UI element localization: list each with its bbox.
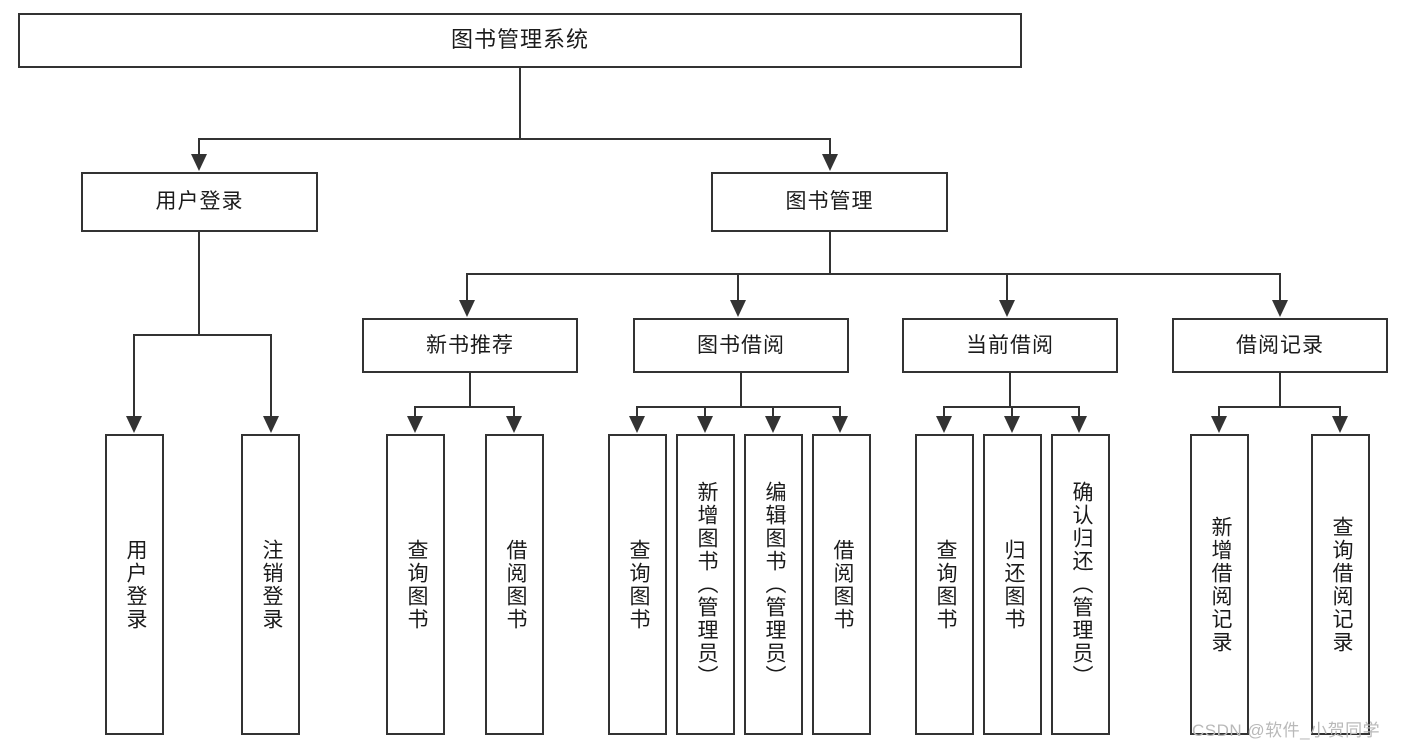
edge-borrowrecord-fork-bar: [1218, 406, 1340, 408]
edge-userlogin-drop-2: [270, 334, 272, 417]
edge-bookmgmt-drop-4: [1279, 273, 1281, 301]
edge-bookmgmt-fork-bar: [466, 273, 1281, 275]
node-current-borrowing[interactable]: 当前借阅: [902, 318, 1118, 373]
node-label: 查询借阅记录: [1329, 515, 1353, 654]
node-borrowing-record[interactable]: 借阅记录: [1172, 318, 1388, 373]
node-label: 编辑图书（管理员）: [762, 481, 786, 688]
leaf-add-book-admin[interactable]: 新增图书（管理员）: [676, 434, 735, 735]
arrowhead-leaf-user-login: [126, 416, 142, 433]
arrowhead-book-borrow: [730, 300, 746, 317]
node-label: 当前借阅: [966, 333, 1054, 357]
arrowhead-current-borrow: [999, 300, 1015, 317]
node-label: 归还图书: [1001, 538, 1025, 631]
node-label: 查询图书: [933, 538, 957, 631]
leaf-query-borrow-record[interactable]: 查询借阅记录: [1311, 434, 1370, 735]
arrowhead-leaf-add-record: [1211, 416, 1227, 433]
edge-root-to-user-login: [198, 138, 200, 155]
node-label: 查询图书: [404, 538, 428, 631]
node-root-book-management-system[interactable]: 图书管理系统: [18, 13, 1022, 68]
edge-currentborrow-drop-1: [943, 406, 945, 417]
node-label: 借阅记录: [1236, 333, 1324, 357]
edge-newbook-drop-1: [414, 406, 416, 417]
csdn-watermark: CSDN @软件_小贺同学: [1192, 716, 1380, 741]
arrowhead-book-mgmt: [822, 154, 838, 171]
edge-bookmgmt-trunk: [829, 232, 831, 274]
arrowhead-leaf-query-book-1: [407, 416, 423, 433]
node-label: 新增借阅记录: [1208, 515, 1232, 654]
edge-borrowrecord-drop-1: [1218, 406, 1220, 417]
node-book-management[interactable]: 图书管理: [711, 172, 948, 232]
node-label: 图书借阅: [697, 333, 785, 357]
arrowhead-new-book-rec: [459, 300, 475, 317]
leaf-logout[interactable]: 注销登录: [241, 434, 300, 735]
edge-bookborrow-drop-1: [636, 406, 638, 417]
arrowhead-leaf-borrow-book-2: [832, 416, 848, 433]
edge-root-to-book-mgmt: [829, 138, 831, 155]
edge-borrowrecord-trunk: [1279, 373, 1281, 407]
edge-userlogin-fork-bar: [133, 334, 272, 336]
node-label: 图书管理: [785, 190, 874, 214]
node-user-login[interactable]: 用户登录: [81, 172, 318, 232]
edge-bookborrow-trunk: [740, 373, 742, 407]
edge-borrowrecord-drop-2: [1339, 406, 1341, 417]
edge-newbook-trunk: [469, 373, 471, 407]
node-label: 查询图书: [626, 538, 650, 631]
arrowhead-leaf-logout: [263, 416, 279, 433]
edge-bookborrow-fork-bar: [636, 406, 840, 408]
arrowhead-leaf-borrow-book-1: [506, 416, 522, 433]
arrowhead-leaf-query-record: [1332, 416, 1348, 433]
arrowhead-user-login: [191, 154, 207, 171]
edge-currentborrow-drop-2: [1011, 406, 1013, 417]
edge-currentborrow-drop-3: [1078, 406, 1080, 417]
leaf-query-book-newbook[interactable]: 查询图书: [386, 434, 445, 735]
arrowhead-borrow-record: [1272, 300, 1288, 317]
node-book-borrowing[interactable]: 图书借阅: [633, 318, 849, 373]
edge-bookmgmt-drop-1: [466, 273, 468, 301]
node-label: 新书推荐: [426, 333, 514, 357]
arrowhead-leaf-add-book: [697, 416, 713, 433]
edge-currentborrow-trunk: [1009, 373, 1011, 407]
edge-userlogin-trunk: [198, 232, 200, 335]
edge-bookborrow-drop-3: [772, 406, 774, 417]
edge-root-fork-bar: [198, 138, 831, 140]
edge-bookmgmt-drop-3: [1006, 273, 1008, 301]
arrowhead-leaf-edit-book: [765, 416, 781, 433]
arrowhead-leaf-query-book-3: [936, 416, 952, 433]
node-label: 借阅图书: [503, 538, 527, 631]
node-new-book-recommendation[interactable]: 新书推荐: [362, 318, 578, 373]
leaf-query-book-current[interactable]: 查询图书: [915, 434, 974, 735]
node-label: 新增图书（管理员）: [694, 481, 718, 688]
edge-newbook-drop-2: [513, 406, 515, 417]
leaf-borrow-book-newbook[interactable]: 借阅图书: [485, 434, 544, 735]
leaf-edit-book-admin[interactable]: 编辑图书（管理员）: [744, 434, 803, 735]
leaf-confirm-return-admin[interactable]: 确认归还（管理员）: [1051, 434, 1110, 735]
edge-bookborrow-drop-2: [704, 406, 706, 417]
node-label: 确认归还（管理员）: [1069, 481, 1093, 688]
leaf-query-book-borrowing[interactable]: 查询图书: [608, 434, 667, 735]
watermark-text: CSDN @软件_小贺同学: [1192, 721, 1381, 740]
edge-bookborrow-drop-4: [839, 406, 841, 417]
node-label: 用户登录: [123, 538, 147, 631]
edge-bookmgmt-drop-2: [737, 273, 739, 301]
edge-userlogin-drop-1: [133, 334, 135, 417]
leaf-borrow-book-borrowing[interactable]: 借阅图书: [812, 434, 871, 735]
arrowhead-leaf-query-book-2: [629, 416, 645, 433]
node-label: 图书管理系统: [450, 27, 589, 53]
node-label: 注销登录: [259, 538, 283, 631]
edge-root-trunk: [519, 68, 521, 139]
leaf-add-borrow-record[interactable]: 新增借阅记录: [1190, 434, 1249, 735]
arrowhead-leaf-confirm-return: [1071, 416, 1087, 433]
node-label: 借阅图书: [830, 538, 854, 631]
edge-newbook-fork-bar: [414, 406, 514, 408]
arrowhead-leaf-return-book: [1004, 416, 1020, 433]
leaf-user-login[interactable]: 用户登录: [105, 434, 164, 735]
node-label: 用户登录: [155, 190, 244, 214]
leaf-return-book[interactable]: 归还图书: [983, 434, 1042, 735]
